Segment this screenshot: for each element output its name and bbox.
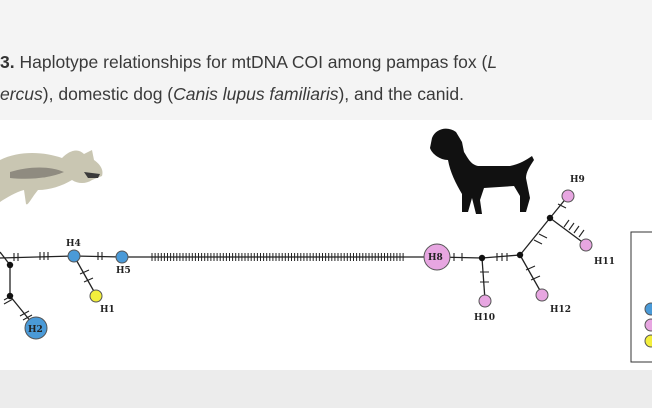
- figure-number: 3.: [0, 52, 15, 72]
- node-h12: [535, 288, 549, 302]
- node-h2: [24, 316, 48, 340]
- haplotype-network: H1 H2 H4 H5 H8 H9 H10 H11 H12: [0, 128, 652, 363]
- caption-italic-1: L: [487, 52, 498, 72]
- label-h1: H1: [100, 305, 115, 315]
- label-h8: H8: [428, 253, 443, 263]
- legend-swatch-pink: [644, 318, 652, 332]
- node-h9: [561, 189, 575, 203]
- caption-line-1: 3. Haplotype relationships for mtDNA COI…: [0, 52, 497, 73]
- node-h8: [423, 243, 451, 271]
- caption-text-2: ), domestic dog (: [42, 84, 174, 104]
- node-labels: H1 H2 H4 H5 H8 H9 H10 H11 H12: [28, 175, 615, 335]
- long-mutation-run: [151, 253, 404, 261]
- node-h4: [67, 249, 81, 263]
- node-h5: [115, 250, 129, 264]
- label-h12: H12: [550, 305, 571, 315]
- node-h10: [478, 294, 492, 308]
- caption-species-dog: Canis lupus familiaris: [173, 84, 339, 104]
- figure-caption: 3. Haplotype relationships for mtDNA COI…: [0, 0, 652, 120]
- caption-italic-2: ercus: [0, 84, 43, 104]
- label-h4: H4: [66, 239, 81, 249]
- mutation-ticks: [3, 203, 585, 321]
- label-h11: H11: [594, 257, 615, 267]
- median-vectors: [6, 214, 554, 300]
- caption-text-3: ), and the canid.: [338, 84, 464, 104]
- haplotype-network-figure: H1 H2 H4 H5 H8 H9 H10 H11 H12: [0, 120, 652, 370]
- legend-swatch-blue: [644, 302, 652, 316]
- dog-icon: [430, 128, 534, 214]
- pampas-fox-icon: [0, 150, 103, 205]
- label-h9: H9: [570, 175, 585, 185]
- label-h5: H5: [116, 266, 131, 276]
- caption-text-1: Haplotype relationships for mtDNA COI am…: [14, 52, 488, 72]
- legend: [630, 231, 652, 363]
- legend-swatch-yellow: [644, 334, 652, 348]
- caption-line-2: ercus), domestic dog (Canis lupus famili…: [0, 84, 464, 105]
- node-h1: [89, 289, 103, 303]
- label-h10: H10: [474, 313, 495, 323]
- page-background: [0, 370, 652, 408]
- network-edges: [0, 195, 586, 329]
- haplotype-nodes: [24, 189, 593, 340]
- label-h2: H2: [28, 325, 43, 335]
- node-h11: [579, 238, 593, 252]
